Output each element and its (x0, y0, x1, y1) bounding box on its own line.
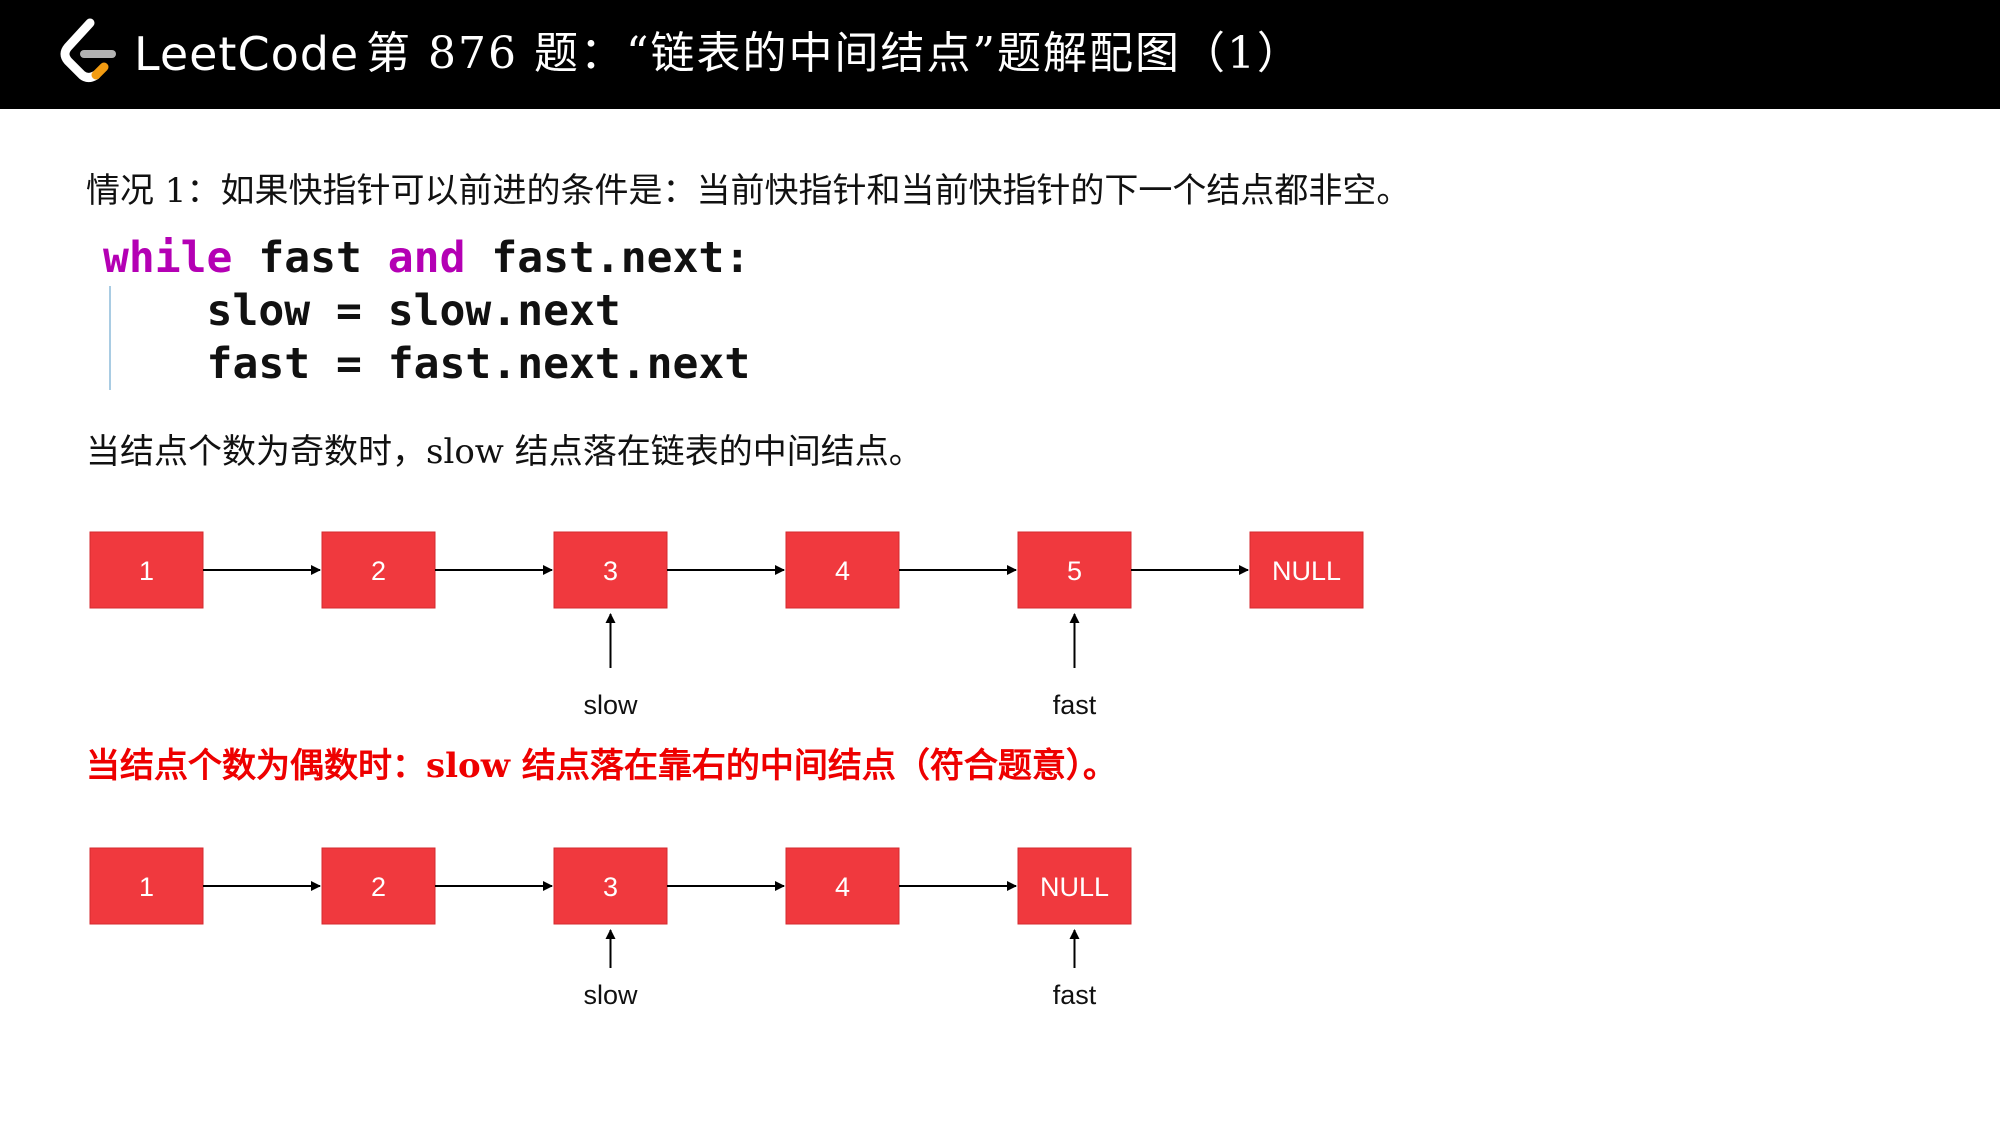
list-node-box (785, 847, 900, 925)
list-node-box (1249, 531, 1364, 609)
linked-list-odd-diagram: 1 2 3 4 5 NULL slow fast (89, 531, 1364, 720)
brand-name: LeetCode (134, 27, 360, 81)
list-node-label: 4 (835, 556, 850, 586)
pointer-label: fast (1053, 690, 1097, 720)
list-node-box (1017, 531, 1132, 609)
header-bar: LeetCode 第 876 题：“链表的中间结点”题解配图（1） (0, 0, 2000, 109)
even-caption: 当结点个数为偶数时：slow 结点落在靠右的中间结点（符合题意）。 (86, 746, 1117, 786)
code-text: fast (232, 233, 388, 283)
list-node-label: 4 (835, 872, 850, 902)
odd-caption: 当结点个数为奇数时，slow 结点落在链表的中间结点。 (86, 432, 923, 472)
linked-list-even-diagram: 1 2 3 4 NULL slow fast (89, 847, 1132, 1010)
code-line-3: fast = fast.next.next (103, 339, 751, 389)
page-title: 第 876 题：“链表的中间结点”题解配图（1） (366, 28, 1303, 79)
list-node-label: 1 (139, 556, 154, 586)
code-line-2: slow = slow.next (103, 286, 621, 336)
list-node-box (553, 847, 668, 925)
leetcode-logo-icon (60, 18, 116, 82)
code-text: fast.next: (465, 233, 751, 283)
list-node-box (1017, 847, 1132, 925)
code-block: while fast and fast.next: slow = slow.ne… (103, 232, 750, 391)
list-node-box (89, 531, 204, 609)
list-node-box (321, 847, 436, 925)
list-node-box (553, 531, 668, 609)
list-node-label: 1 (139, 872, 154, 902)
pointer-label: slow (583, 690, 638, 720)
list-node-label: 2 (371, 872, 386, 902)
code-keyword-and: and (387, 233, 466, 283)
list-node-label: NULL (1040, 872, 1109, 902)
list-node-box (785, 531, 900, 609)
intro-text: 情况 1：如果快指针可以前进的条件是：当前快指针和当前快指针的下一个结点都非空。 (86, 171, 1411, 211)
pointer-label: slow (583, 980, 638, 1010)
list-node-label: NULL (1272, 556, 1341, 586)
list-node-label: 5 (1067, 556, 1082, 586)
list-node-label: 3 (603, 556, 618, 586)
list-node-label: 2 (371, 556, 386, 586)
code-indent-guide (109, 286, 111, 390)
code-keyword-while: while (103, 233, 233, 283)
list-node-label: 3 (603, 872, 618, 902)
pointer-label: fast (1053, 980, 1097, 1010)
